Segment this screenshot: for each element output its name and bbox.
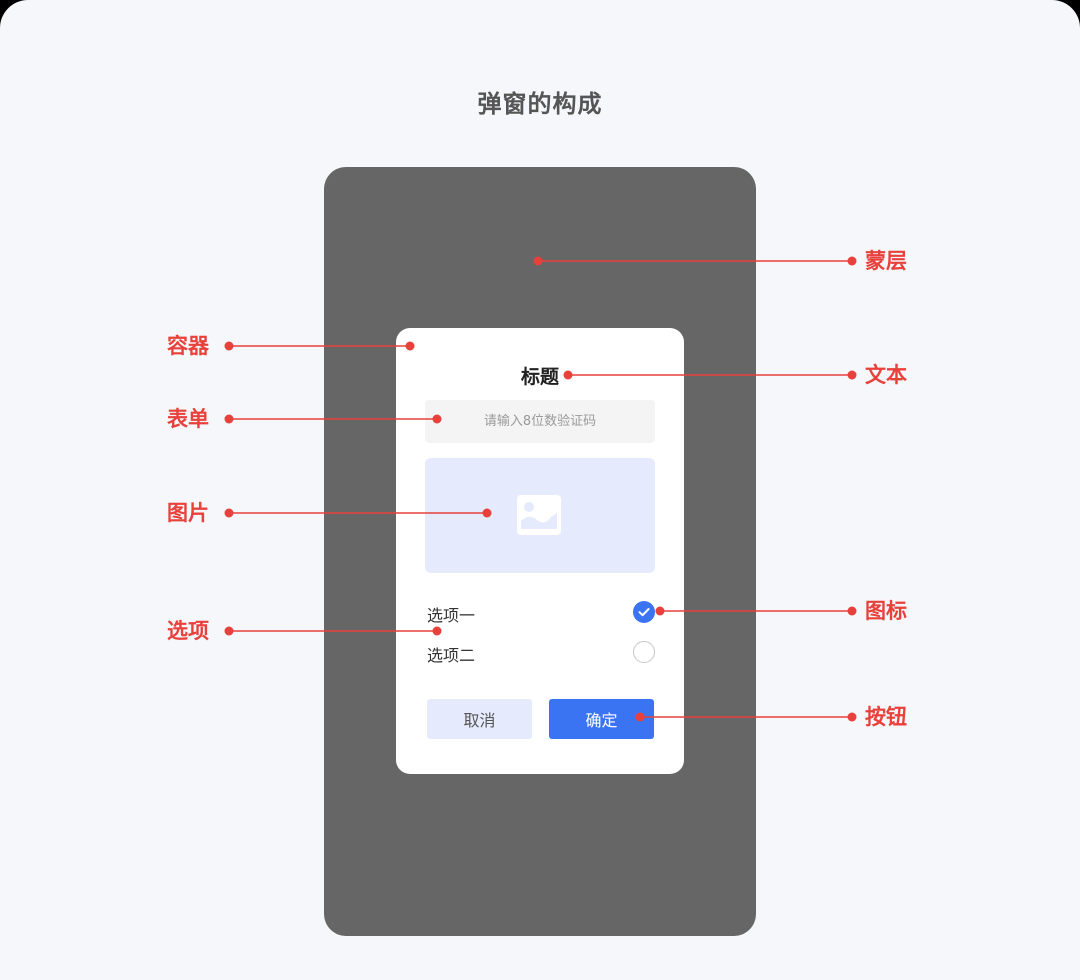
verification-code-input[interactable]	[425, 400, 655, 443]
checked-radio-icon[interactable]	[633, 601, 655, 623]
annotation-container: 容器	[167, 334, 209, 358]
annotation-options: 选项	[167, 619, 209, 643]
annotation-button: 按钮	[865, 705, 907, 729]
unchecked-radio-icon[interactable]	[633, 641, 655, 663]
image-icon	[517, 495, 561, 535]
option-item-1[interactable]: 选项一	[427, 598, 655, 628]
page-title: 弹窗的构成	[477, 90, 603, 118]
annotation-image: 图片	[167, 501, 209, 525]
option-item-2[interactable]: 选项二	[427, 638, 655, 668]
annotation-icon: 图标	[865, 599, 907, 623]
cancel-button[interactable]: 取消	[427, 699, 532, 739]
annotation-form: 表单	[167, 407, 209, 431]
annotation-text: 文本	[865, 363, 907, 387]
image-placeholder	[425, 458, 655, 573]
annotation-mask: 蒙层	[865, 249, 907, 273]
dialog-title: 标题	[520, 366, 559, 388]
dialog-container: 标题 选项一 选项二 取消 确定	[396, 328, 684, 774]
confirm-button[interactable]: 确定	[549, 699, 654, 739]
option-label: 选项一	[427, 606, 476, 625]
option-label: 选项二	[427, 646, 476, 665]
